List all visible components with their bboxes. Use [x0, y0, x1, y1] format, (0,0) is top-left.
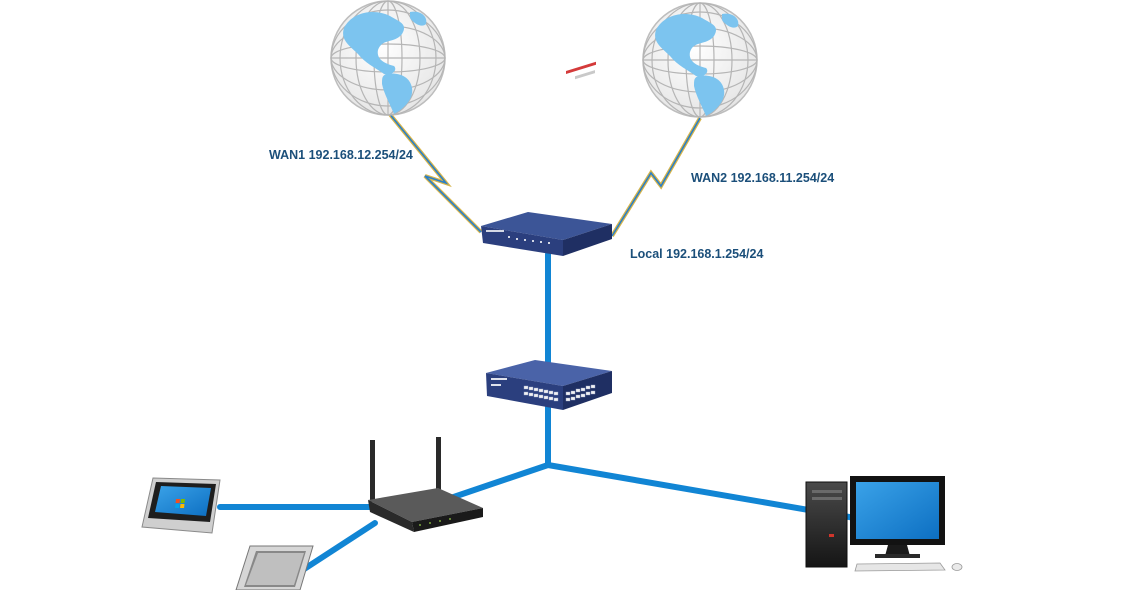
- link-junction-desktop: [545, 462, 858, 521]
- globe-icon: [330, 0, 446, 116]
- wan1-address-label: WAN1 192.168.12.254/24: [269, 148, 413, 162]
- wan1-link: [386, 110, 483, 234]
- wireless-router-icon: [368, 437, 483, 532]
- load-balancing-router-icon: [481, 61, 612, 256]
- laptop-icon: [235, 545, 314, 590]
- network-switch-icon: [486, 360, 612, 410]
- link-wireless-router-laptop: [292, 520, 378, 578]
- network-links: [217, 251, 858, 578]
- internet-globe-wan2: [642, 2, 758, 118]
- wan2-link: [610, 117, 702, 238]
- desktop-computer-icon: [805, 476, 963, 572]
- local-address-label: Local 192.168.1.254/24: [630, 247, 764, 261]
- tablet-icon: [141, 477, 221, 534]
- wan2-address-label: WAN2 192.168.11.254/24: [691, 171, 835, 185]
- internet-globe-wan1: [330, 0, 446, 116]
- globe-icon: [642, 2, 758, 118]
